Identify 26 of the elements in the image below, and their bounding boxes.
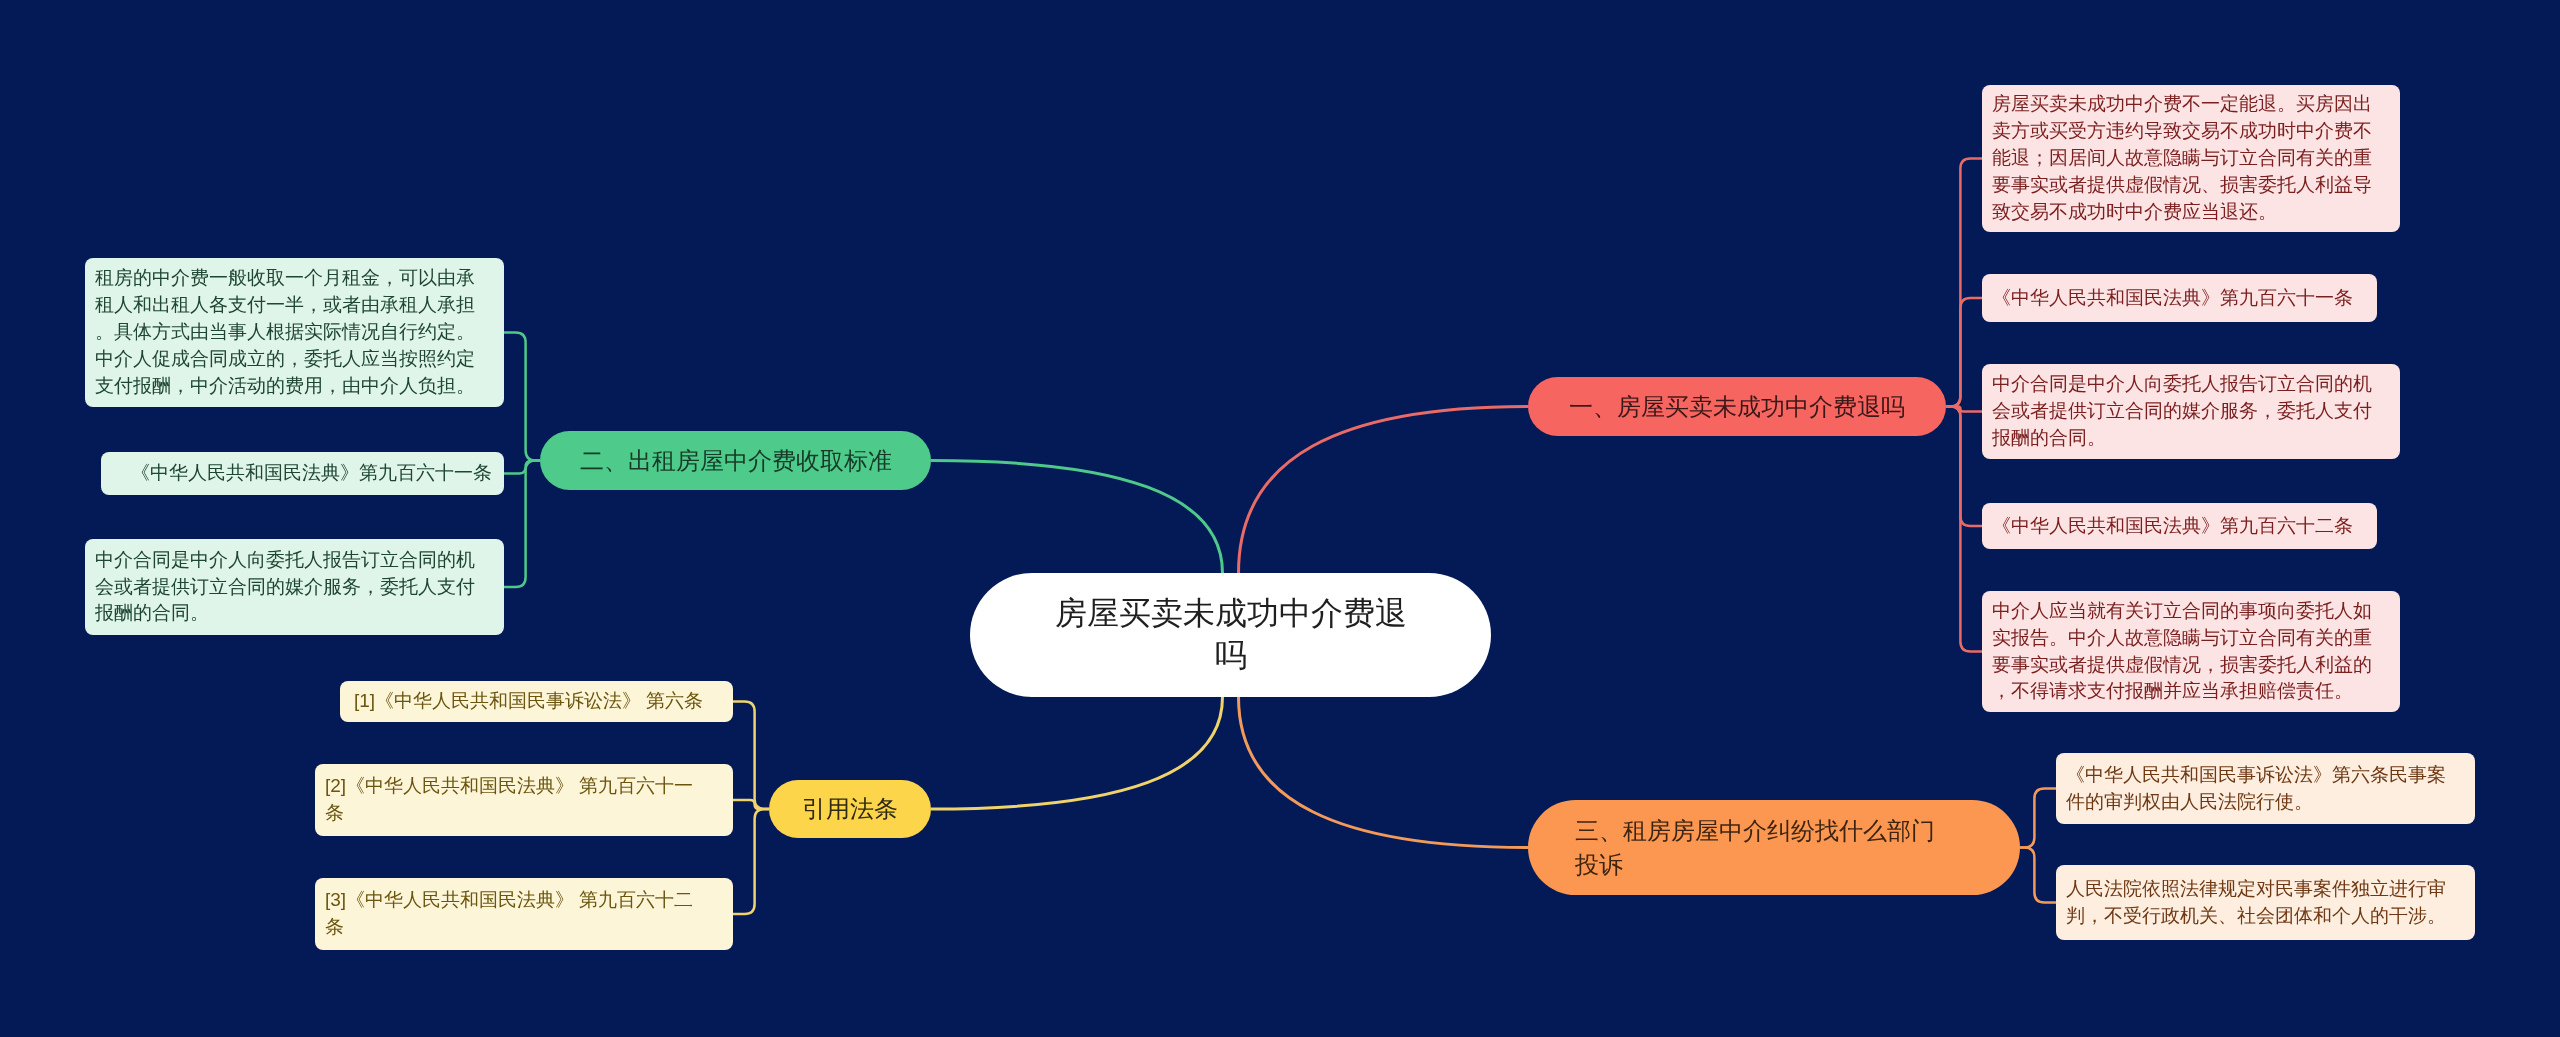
connector-line <box>1237 405 1529 574</box>
connector-line <box>1946 405 1982 653</box>
note-card: 《中华人民共和国民法典》第九百六十一条 <box>101 452 504 495</box>
connector-line <box>930 459 1224 574</box>
note-card: 《中华人民共和国民事诉讼法》第六条民事案件的审判权由人民法院行使。 <box>2056 753 2475 824</box>
note-card: 中介人应当就有关订立合同的事项向委托人如实报告。中介人故意隐瞒与订立合同有关的重要事实或者提供虚假情况，损害委托人利益的，不得请求支付报酬并应当承担赔偿责任。 <box>1982 591 2400 712</box>
note-card: [2]《中华人民共和国民法典》 第九百六十一条 <box>315 764 733 836</box>
branch-topic: 二、出租房屋中介费收取标准 <box>540 431 931 490</box>
branch-topic: 一、房屋买卖未成功中介费退吗 <box>1528 377 1946 436</box>
connector-line <box>733 807 769 916</box>
branch-topic: 三、租房房屋中介纠纷找什么部门投诉 <box>1528 800 2020 895</box>
note-card: 中介合同是中介人向委托人报告订立合同的机会或者提供订立合同的媒介服务，委托人支付报酬的合同。 <box>1982 364 2400 459</box>
note-card: 《中华人民共和国民法典》第九百六十二条 <box>1982 503 2377 549</box>
branch-topic: 引用法条 <box>769 780 931 838</box>
note-card: [3]《中华人民共和国民法典》 第九百六十二条 <box>315 878 733 950</box>
central-topic: 房屋买卖未成功中介费退吗 <box>970 573 1491 697</box>
note-card: 房屋买卖未成功中介费不一定能退。买房因出卖方或买受方违约导致交易不成功时中介费不能退；因居间人故意隐瞒与订立合同有关的重要事实或者提供虚假情况、损害委托人利益导致交易不成功时中介费应当退还。 <box>1982 85 2400 232</box>
connector-line <box>504 459 540 589</box>
note-card: 人民法院依照法律规定对民事案件独立进行审判，不受行政机关、社会团体和个人的干涉。 <box>2056 865 2475 940</box>
note-card: 《中华人民共和国民法典》第九百六十一条 <box>1982 274 2377 322</box>
connector-line <box>930 696 1224 811</box>
connector-line <box>2020 846 2056 904</box>
note-card: 中介合同是中介人向委托人报告订立合同的机会或者提供订立合同的媒介服务，委托人支付报酬的合同。 <box>85 539 504 635</box>
connector-line <box>1237 696 1529 849</box>
note-card: [1]《中华人民共和国民事诉讼法》 第六条 <box>340 681 733 722</box>
note-card: 租房的中介费一般收取一个月租金，可以由承租人和出租人各支付一半，或者由承租人承担。具体方式由当事人根据实际情况自行约定。中介人促成合同成立的，委托人应当按照约定支付报酬，中介活动的费用，由中介人负担。 <box>85 258 504 407</box>
